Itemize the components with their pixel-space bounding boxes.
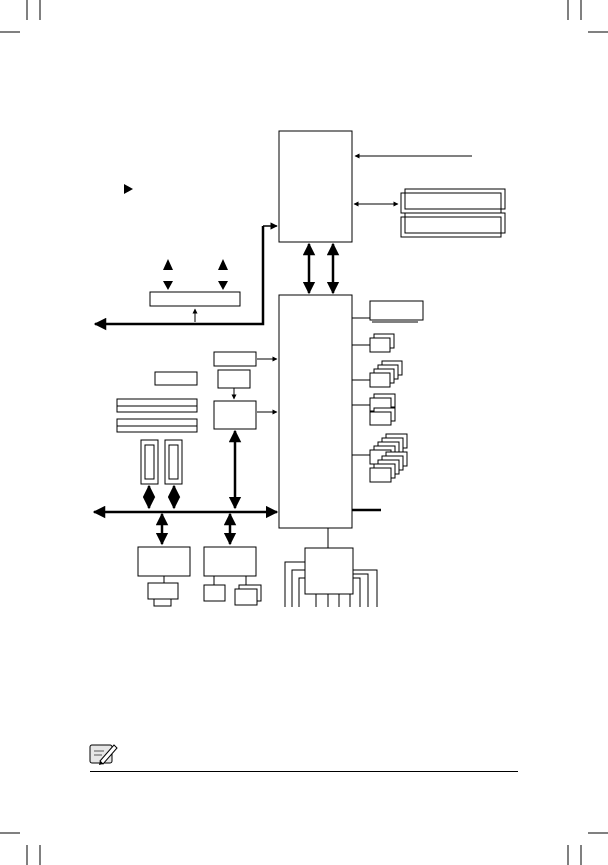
cpu-block xyxy=(278,130,353,243)
lan-phy-block xyxy=(217,369,251,389)
crop-mark-icon xyxy=(567,0,608,33)
super-io-pins xyxy=(284,561,378,607)
crop-mark-icon xyxy=(0,0,41,33)
display-output-block xyxy=(149,291,241,307)
chipset-block xyxy=(278,294,353,529)
peripheral-stack-4 xyxy=(369,393,396,426)
lan-port-block xyxy=(154,371,198,386)
sata-slots xyxy=(140,439,183,485)
peripheral-stack-3 xyxy=(369,360,403,388)
lan-block xyxy=(213,351,257,367)
legend-arrow-icon xyxy=(124,184,133,194)
usb-port-block-1 xyxy=(203,584,226,602)
display-connectors xyxy=(124,184,228,290)
audio-block xyxy=(137,546,191,577)
pcie-graphics-bus xyxy=(93,226,265,331)
usb-controller-block xyxy=(203,546,257,577)
bridge-block xyxy=(213,400,257,430)
peripheral-block-1 xyxy=(369,300,424,321)
pencil-note-icon xyxy=(89,744,118,765)
audio-jack-block xyxy=(147,582,179,600)
crop-mark-icon xyxy=(0,832,41,865)
peripheral-stack-2 xyxy=(369,333,395,353)
crop-mark-icon xyxy=(567,832,608,865)
memory-slots xyxy=(400,188,506,238)
super-io-block xyxy=(304,547,354,595)
peripheral-stack-5 xyxy=(369,433,408,483)
footer-rule xyxy=(90,771,518,772)
